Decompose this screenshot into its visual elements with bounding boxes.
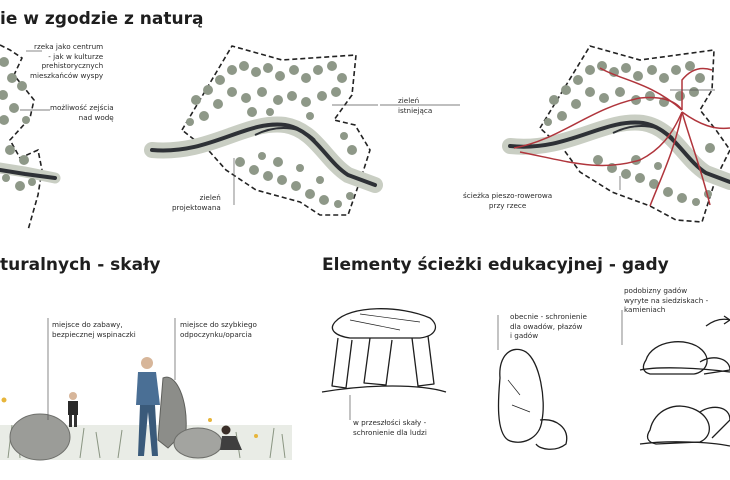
person-adult [136,357,160,456]
plan-1-river [0,168,57,180]
boulder-left [9,413,71,461]
label-reptiles: podobizny gadów wyryte na siedziskach - … [624,286,709,314]
plan-2-boundary [180,45,371,216]
plan-3-paths [513,67,730,207]
heading-educational-path: Elementy ścieżki edukacyjnej - gady [322,255,669,275]
plan-1-trees [0,57,36,191]
plan-3-river [508,120,730,184]
heading-top: ie w zgodzie z naturą [0,9,204,29]
plan-2 [144,45,460,216]
label-descent: możliwość zejścia nad wodę [50,103,114,122]
flowers [1,397,258,438]
person-child [68,392,78,427]
person-sitting [220,425,242,450]
plan-2-river [150,122,377,187]
plan-3 [502,45,730,223]
label-designed-green: zieleń projektowana [172,193,221,212]
plan-3-boundary [538,45,730,223]
heading-natural-rocks: turalnych - skały [0,255,161,275]
label-path: ścieżka pieszo-rowerowa przy rzece [463,191,553,210]
plan-3-trees [544,61,715,206]
label-play: miejsce do zabawy, bezpiecznej wspinaczk… [52,320,136,339]
plan-3-river-arm [612,125,674,139]
label-existing-green: zieleń istniejąca [398,96,433,115]
plan-2-river-arm [254,127,316,141]
dolmen-sketch [321,308,447,393]
standing-rock-sketch [497,348,568,450]
label-river-center: rzeka jako centrum - jak w kulturze preh… [30,42,104,80]
label-shelter-now: obecnie - schronienie dla owadów, płazów… [510,312,587,340]
plan-1 [0,44,61,231]
plan-2-trees [186,61,357,208]
seating-stones-sketch [639,315,730,447]
label-rest: miejsce do szybkiego odpoczynku/oparcia [180,320,257,339]
label-past-rocks: w przeszłości skały - schronienie dla lu… [353,418,427,437]
